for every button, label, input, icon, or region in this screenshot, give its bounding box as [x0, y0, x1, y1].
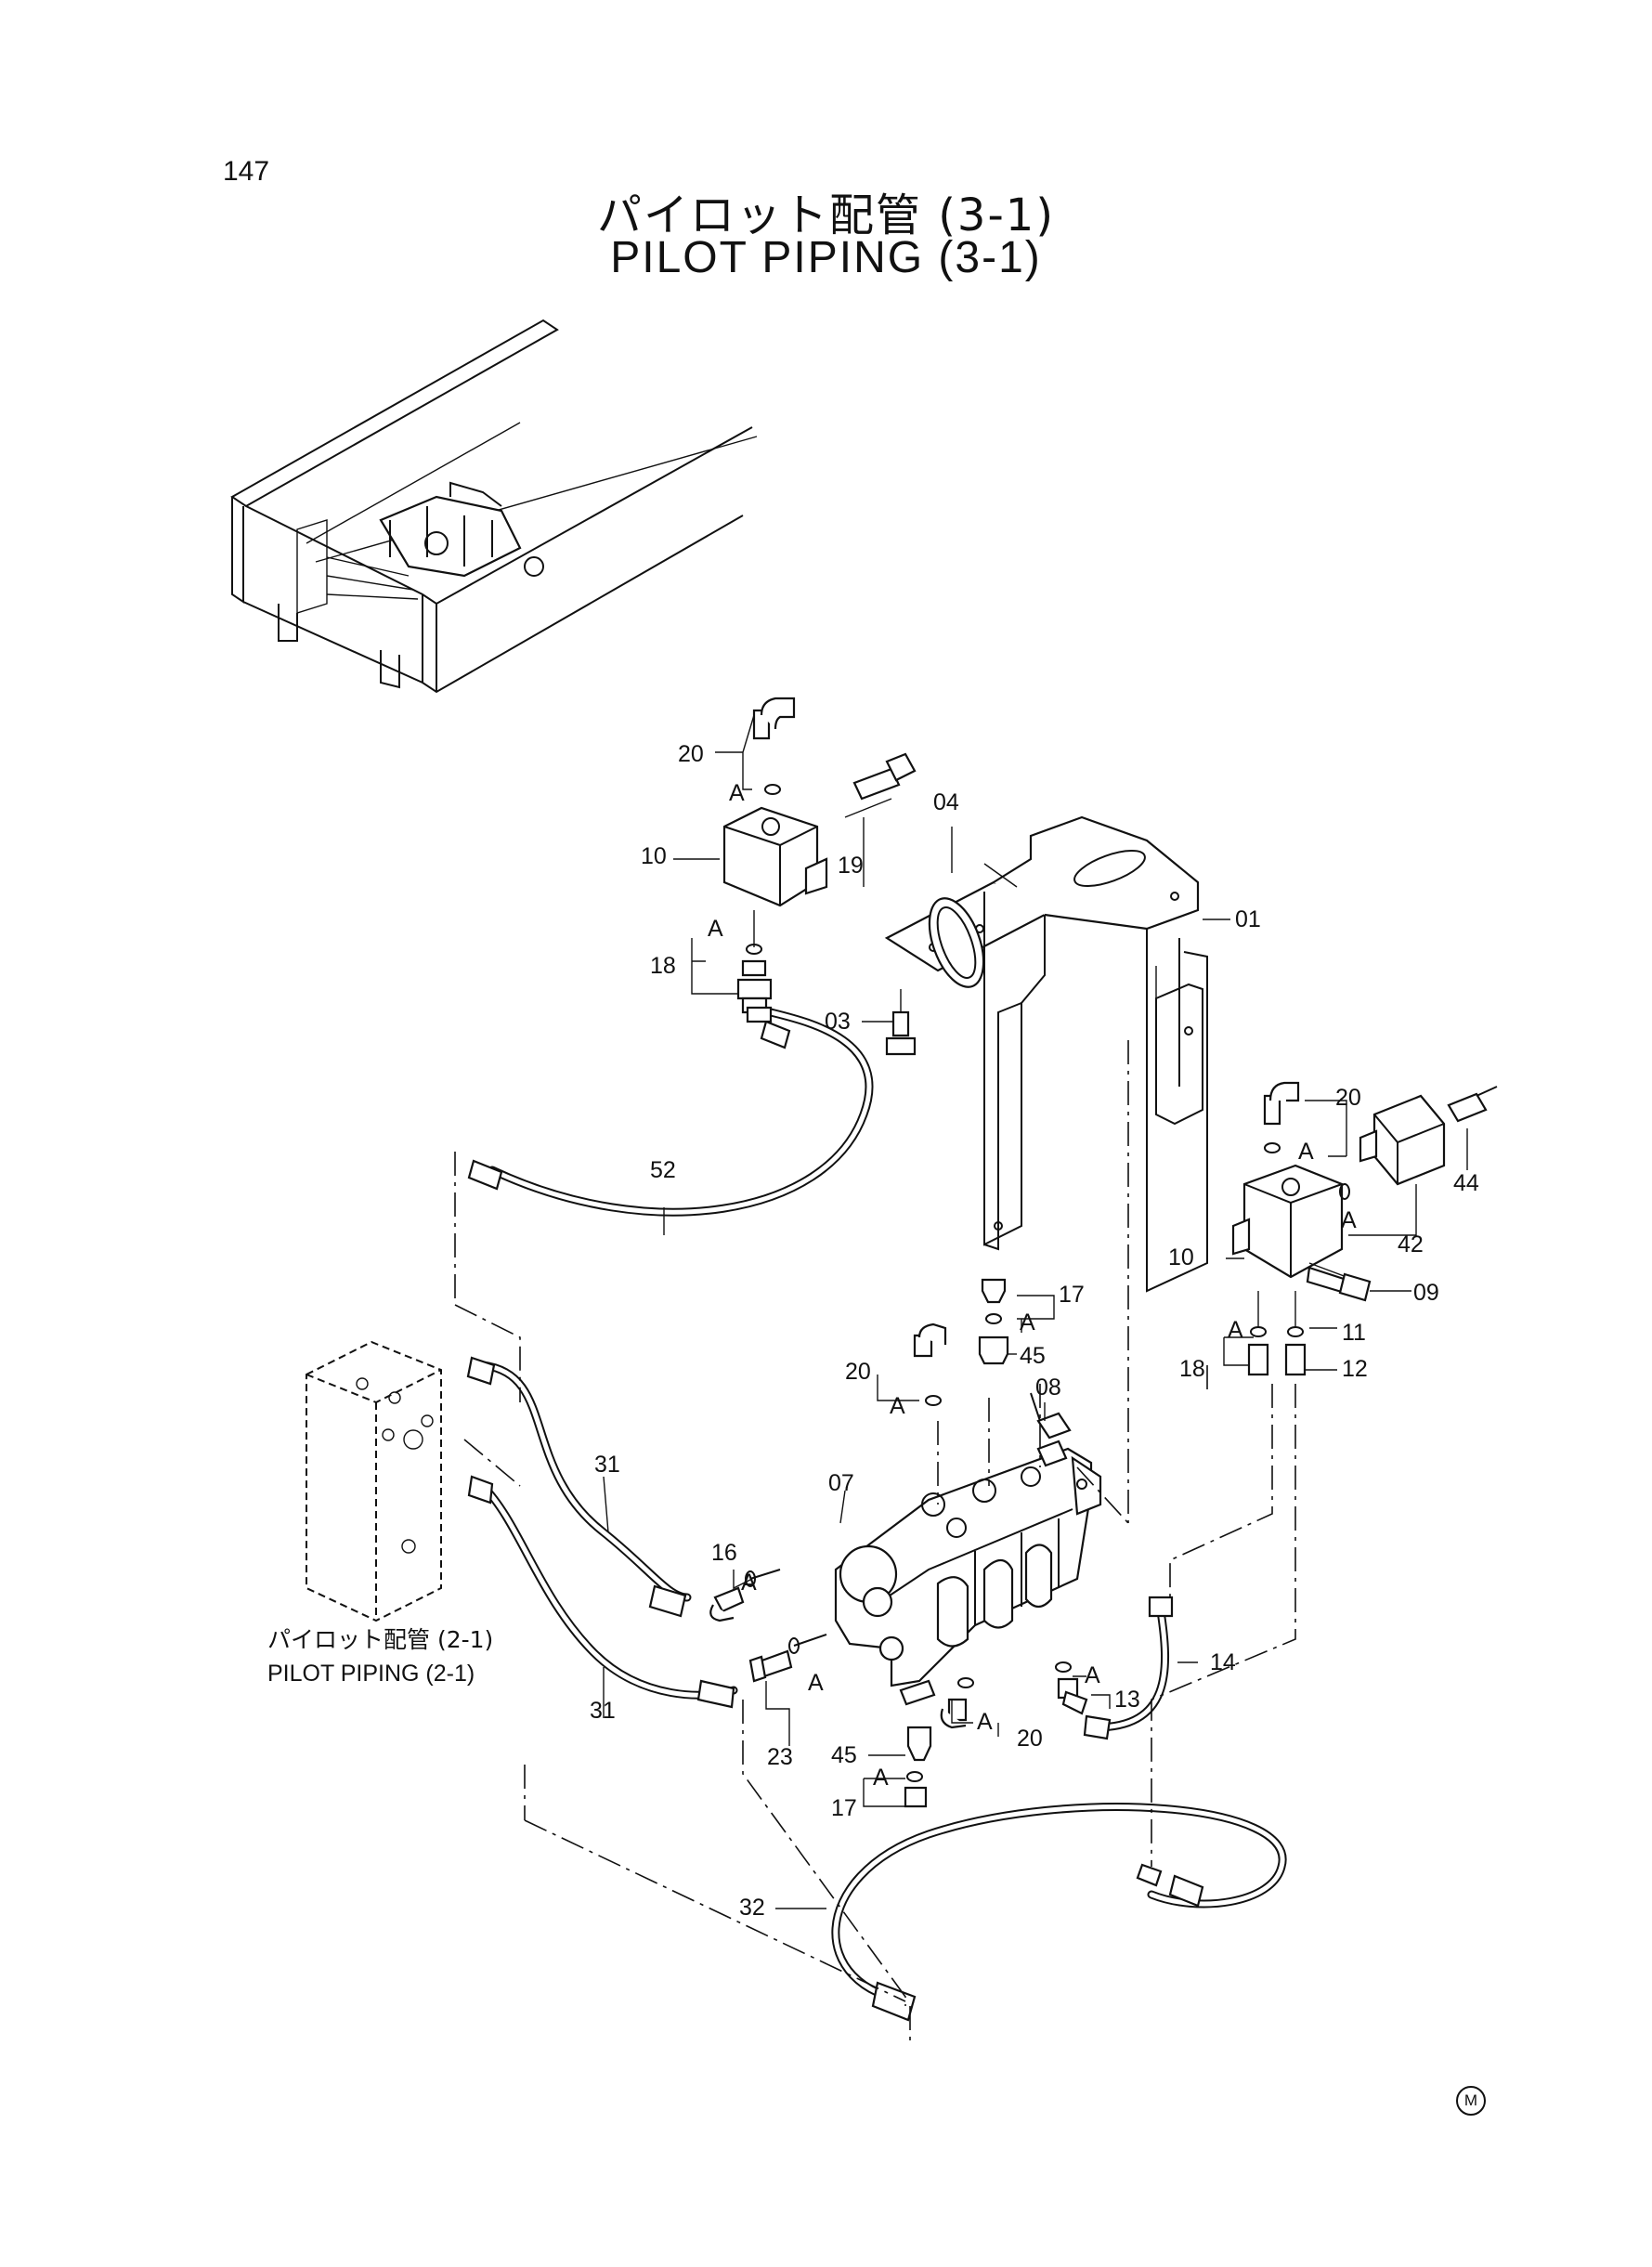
callout-leader-lines: [603, 714, 1468, 1909]
callout-32: 32: [739, 1895, 765, 1921]
page-number: 147: [223, 156, 270, 187]
callout-16: 16: [711, 1540, 737, 1566]
callout-A: A: [1298, 1139, 1314, 1165]
callout-A: A: [729, 780, 745, 806]
reference-label-english: PILOT PIPING (2-1): [267, 1661, 475, 1687]
callout-08: 08: [1035, 1375, 1061, 1401]
assembly-centerlines: [454, 1152, 1296, 2043]
callout-A: A: [708, 916, 723, 942]
callout-A: A: [1341, 1207, 1357, 1233]
callout-A: A: [890, 1393, 905, 1419]
callout-09: 09: [1413, 1280, 1439, 1306]
diagram-title-japanese: パイロット配管 (3-1): [596, 189, 1056, 241]
callout-18: 18: [1179, 1356, 1205, 1382]
callout-11: 11: [1342, 1320, 1366, 1346]
hose-31-upper: [466, 1356, 692, 1618]
callout-20: 20: [1017, 1726, 1043, 1752]
callout-A: A: [1228, 1317, 1243, 1343]
valve-fittings: [709, 1278, 1088, 1808]
valve-block-upper: [722, 697, 917, 1014]
callout-01: 01: [1235, 906, 1261, 932]
corner-mark: M: [1456, 2086, 1486, 2116]
callout-labels: 20 A 10 19 A 18 04 01 03 52 20 A 44 A 42…: [590, 741, 1479, 1921]
callout-04: 04: [933, 789, 959, 815]
callout-20: 20: [678, 741, 704, 767]
callout-20: 20: [845, 1359, 871, 1385]
callout-23: 23: [767, 1744, 793, 1770]
callout-13: 13: [1114, 1687, 1140, 1713]
control-valve-07: [834, 1384, 1129, 1687]
callout-42: 42: [1398, 1231, 1424, 1257]
callout-52: 52: [650, 1157, 676, 1183]
machine-overview-illustration: [230, 319, 758, 694]
bolt-03: [885, 989, 917, 1056]
callout-10: 10: [641, 843, 667, 869]
reference-label-japanese: パイロット配管 (2-1): [267, 1626, 494, 1653]
callout-03: 03: [825, 1009, 851, 1035]
hose-52: [467, 1006, 874, 1217]
callout-45: 45: [1020, 1343, 1046, 1369]
callout-A: A: [808, 1670, 824, 1696]
callout-14: 14: [1210, 1649, 1236, 1675]
reference-valve-box: [306, 1340, 442, 1622]
valve-block-right: [1231, 1081, 1498, 1376]
callout-18: 18: [650, 953, 676, 979]
diagram-title-english: PILOT PIPING (3-1): [610, 233, 1042, 282]
callout-44: 44: [1453, 1170, 1479, 1196]
callout-A: A: [873, 1765, 889, 1791]
hose-31-lower: [467, 1475, 738, 1709]
callout-17: 17: [831, 1795, 857, 1821]
callout-07: 07: [828, 1470, 854, 1496]
callout-A: A: [1085, 1662, 1100, 1688]
callout-31: 31: [590, 1698, 616, 1724]
hose-14: [1083, 1596, 1174, 1740]
hose-32: [831, 1803, 1287, 2022]
callout-45: 45: [831, 1742, 857, 1768]
callout-12: 12: [1342, 1356, 1368, 1382]
callout-A: A: [1020, 1309, 1035, 1335]
callout-A: A: [977, 1709, 993, 1735]
callout-19: 19: [838, 853, 864, 879]
callout-31: 31: [594, 1452, 620, 1478]
callout-17: 17: [1059, 1282, 1085, 1308]
callout-10: 10: [1168, 1244, 1194, 1270]
gasket-04: [928, 863, 1018, 988]
callout-A: A: [741, 1570, 757, 1596]
callout-20: 20: [1335, 1085, 1361, 1111]
